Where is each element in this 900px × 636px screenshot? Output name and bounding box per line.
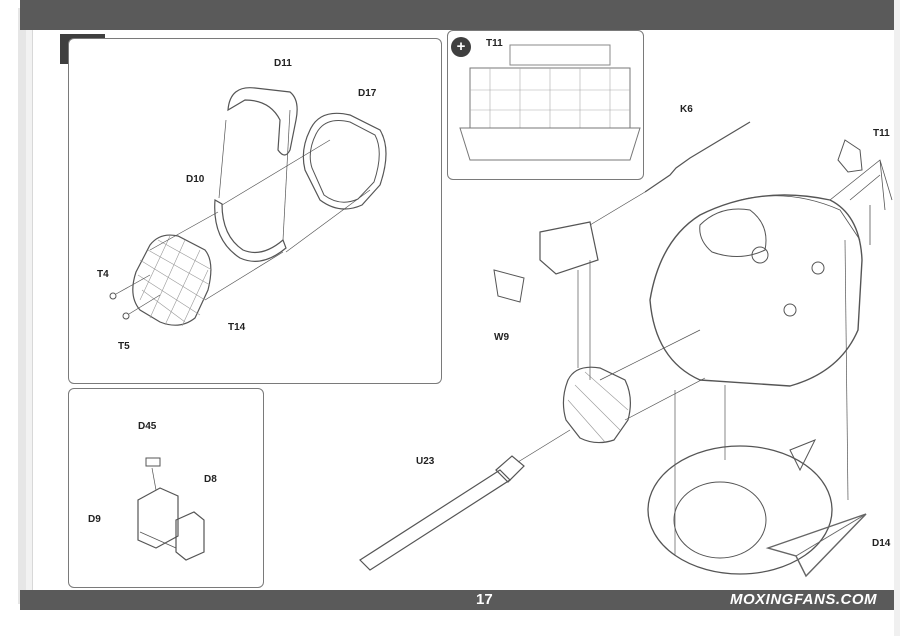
watermark-plane bbox=[765, 513, 867, 578]
t14-mesh bbox=[137, 235, 213, 327]
part-d11-frame bbox=[227, 87, 298, 156]
part-d9 bbox=[137, 487, 179, 549]
zoom-in-icon: + bbox=[451, 37, 471, 57]
part-w9-glass bbox=[493, 269, 525, 303]
part-d8 bbox=[175, 511, 205, 561]
turret-body bbox=[649, 194, 863, 387]
part-t5 bbox=[122, 312, 130, 320]
turret-cupola bbox=[699, 208, 767, 257]
label-d9: D9 bbox=[88, 514, 101, 525]
label-u23: U23 bbox=[416, 456, 435, 467]
label-d14: D14 bbox=[872, 538, 891, 549]
part-d10-strip bbox=[214, 199, 287, 262]
part-t11-rack bbox=[837, 139, 863, 173]
page-stack-edge-inner bbox=[26, 14, 33, 598]
turret-mantlet bbox=[562, 366, 631, 444]
label-t14: T14 bbox=[228, 322, 246, 333]
zoom-detail-panel bbox=[447, 30, 644, 180]
watermark-text: MOXINGFANS.COM bbox=[730, 591, 878, 608]
part-u23-barrel bbox=[359, 469, 511, 571]
label-w9: W9 bbox=[494, 332, 509, 343]
bracket-subassembly-panel bbox=[68, 388, 264, 588]
part-t14-plate bbox=[132, 234, 212, 326]
page-right-edge bbox=[894, 0, 900, 636]
part-d17-inner bbox=[309, 120, 380, 203]
page-number: 17 bbox=[476, 591, 493, 608]
sight-block bbox=[539, 221, 599, 275]
label-d8: D8 bbox=[204, 474, 217, 485]
part-k6-wire bbox=[644, 121, 751, 193]
label-d10: D10 bbox=[186, 174, 205, 185]
label-d17: D17 bbox=[358, 88, 377, 99]
part-d45 bbox=[145, 457, 161, 467]
label-t4: T4 bbox=[97, 269, 109, 280]
part-d17-ring bbox=[302, 112, 387, 210]
label-detail-t11: T11 bbox=[486, 38, 503, 49]
header-band bbox=[20, 0, 900, 30]
footer-band bbox=[20, 590, 900, 610]
label-k6: K6 bbox=[680, 104, 693, 115]
part-d14-ring bbox=[647, 445, 833, 575]
mantlet-subassembly-panel bbox=[68, 38, 442, 384]
part-t4 bbox=[109, 292, 117, 300]
label-t11: T11 bbox=[873, 128, 890, 139]
label-d11: D11 bbox=[274, 58, 292, 69]
label-d45: D45 bbox=[138, 421, 157, 432]
label-t5: T5 bbox=[118, 341, 130, 352]
